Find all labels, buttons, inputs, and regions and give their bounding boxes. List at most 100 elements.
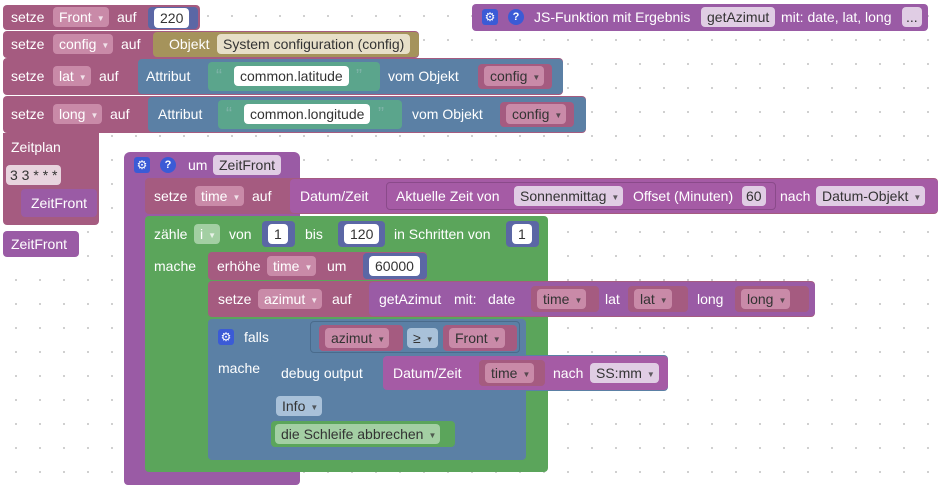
var-dropdown[interactable]: time▼: [195, 186, 245, 206]
var-get-block[interactable]: config▼: [500, 102, 574, 127]
attribute-block[interactable]: Attribut “ common.longitude ” vom Objekt…: [148, 97, 586, 132]
function-name-field[interactable]: getAzimut: [701, 7, 776, 27]
schritten-label: in Schritten von: [394, 226, 491, 242]
var-name: lat: [59, 68, 74, 84]
var-dropdown[interactable]: config▼: [53, 34, 114, 54]
event-dropdown[interactable]: Sonnenmittag ▼: [514, 186, 624, 206]
objekt-label: Objekt: [169, 36, 210, 52]
set-time-block[interactable]: setze time▼ auf Datum/Zeit Aktuelle Zeit…: [145, 178, 938, 214]
var-get-block[interactable]: Front▼: [443, 325, 517, 351]
level-dropdown[interactable]: Info▼: [276, 396, 323, 416]
current-time-block[interactable]: Aktuelle Zeit von Sonnenmittag▼ Offset (…: [386, 182, 776, 210]
object-block[interactable]: Objekt System configuration (config): [153, 32, 419, 57]
gear-icon[interactable]: ⚙: [134, 157, 150, 173]
var-get-block[interactable]: time ▼: [531, 286, 599, 312]
var-dropdown[interactable]: time▼: [267, 256, 317, 276]
text-field[interactable]: common.longitude: [244, 104, 371, 124]
offset-field[interactable]: 60: [742, 186, 766, 206]
var-dropdown[interactable]: config▼: [484, 66, 545, 86]
var-dropdown[interactable]: long▼: [53, 104, 103, 124]
var-dropdown[interactable]: config▼: [506, 104, 567, 124]
var-get-block[interactable]: lat▼: [628, 286, 688, 312]
um-label: um: [188, 157, 208, 173]
number-field[interactable]: 60000: [369, 256, 420, 276]
set-azimut-block[interactable]: setze azimut▼ auf getAzimut mit: date ti…: [208, 281, 815, 317]
var-name: time: [543, 291, 570, 307]
operator-dropdown[interactable]: ≥▼: [407, 328, 438, 348]
debug-output-block[interactable]: debug output Datum/Zeit time▼ nach SS:mm…: [271, 355, 668, 391]
var-name: long: [747, 291, 774, 307]
set-long-block[interactable]: setze long▼ auf Attribut “ common.longit…: [3, 96, 586, 133]
gear-icon[interactable]: ⚙: [482, 9, 498, 25]
datumzeit-label: Datum/Zeit: [393, 365, 462, 381]
format-dropdown[interactable]: Datum-Objekt▼: [816, 186, 926, 206]
attribut-label: Attribut: [146, 68, 191, 84]
var-name: time: [201, 188, 228, 204]
setze-label: setze: [11, 9, 45, 25]
var-dropdown[interactable]: time▼: [485, 363, 535, 383]
js-function-block[interactable]: ⚙ ? JS-Funktion mit Ergebnis getAzimut m…: [472, 4, 928, 31]
var-dropdown[interactable]: lat▼: [634, 289, 672, 309]
var-dropdown[interactable]: lat▼: [53, 66, 91, 86]
text-block[interactable]: “ common.longitude ”: [218, 100, 402, 129]
set-front-block[interactable]: setze Front▼ auf 220: [3, 5, 200, 30]
number-block[interactable]: 60000: [363, 253, 427, 279]
var-dropdown[interactable]: i▼: [194, 224, 221, 244]
number-field[interactable]: 1: [512, 224, 532, 244]
datumzeit-label: Datum/Zeit: [300, 188, 369, 204]
datetime-block[interactable]: Datum/Zeit Aktuelle Zeit von Sonnenmitta…: [290, 179, 938, 213]
chevron-down-icon: ▼: [310, 296, 319, 305]
datetime-block[interactable]: Datum/Zeit time▼ nach SS:mm▼: [383, 356, 668, 390]
call-zeitfront-block[interactable]: ZeitFront: [21, 189, 97, 217]
auf-label: auf: [99, 68, 119, 84]
compare-block[interactable]: azimut▼ ≥▼ Front▼: [310, 321, 520, 353]
number-block[interactable]: 1: [262, 221, 295, 247]
call-function-block[interactable]: getAzimut mit: date time▼ lat lat▼ long …: [369, 282, 815, 316]
number-block[interactable]: 1: [506, 221, 539, 247]
number-field[interactable]: 1: [268, 224, 288, 244]
var-dropdown[interactable]: Front▼: [53, 7, 109, 27]
increment-block[interactable]: erhöhe time▼ um 60000: [208, 252, 427, 280]
auf-label: auf: [332, 291, 352, 307]
procedure-name-field[interactable]: ZeitFront: [213, 155, 282, 175]
var-name: Front: [455, 330, 488, 346]
number-field[interactable]: 120: [344, 224, 380, 244]
attribute-block[interactable]: Attribut “ common.latitude ” vom Objekt …: [138, 59, 563, 94]
number-block[interactable]: 220: [148, 7, 198, 29]
var-get-block[interactable]: long▼: [735, 286, 809, 312]
var-dropdown[interactable]: azimut▼: [325, 328, 390, 348]
setze-label: setze: [154, 188, 188, 204]
call-zeitfront-block[interactable]: ZeitFront: [3, 231, 79, 257]
operator: ≥: [413, 330, 421, 346]
chevron-down-icon: ▼: [611, 193, 620, 202]
var-get-block[interactable]: config▼: [478, 64, 552, 89]
expand-button[interactable]: ...: [902, 7, 922, 27]
var-dropdown[interactable]: azimut▼: [258, 289, 323, 309]
offset-label: Offset (Minuten): [633, 188, 734, 204]
auf-label: auf: [252, 188, 272, 204]
var-get-block[interactable]: azimut▼: [319, 325, 403, 351]
var-dropdown[interactable]: long▼: [741, 289, 791, 309]
break-loop-block[interactable]: die Schleife abbrechen▼: [271, 421, 455, 447]
help-icon[interactable]: ?: [508, 9, 524, 25]
text-field[interactable]: common.latitude: [234, 66, 349, 86]
var-dropdown[interactable]: Front▼: [449, 328, 505, 348]
text-block[interactable]: “ common.latitude ”: [208, 62, 380, 91]
var-dropdown[interactable]: time ▼: [537, 289, 587, 309]
number-field[interactable]: 220: [154, 8, 190, 28]
set-config-block[interactable]: setze config▼ auf Objekt System configur…: [3, 31, 419, 58]
schedule-block[interactable]: Zeitplan 3 3 * * * ZeitFront: [3, 133, 99, 225]
chevron-down-icon: ▼: [574, 296, 583, 305]
var-get-block[interactable]: time▼: [479, 360, 545, 386]
object-id-field[interactable]: System configuration (config): [217, 34, 411, 54]
chevron-down-icon: ▼: [532, 73, 541, 82]
format-dropdown[interactable]: SS:mm▼: [590, 363, 659, 383]
help-icon[interactable]: ?: [160, 157, 176, 173]
gear-icon[interactable]: ⚙: [218, 329, 234, 345]
event-name: Sonnenmittag: [520, 188, 607, 204]
nach-label: nach: [780, 188, 811, 204]
set-lat-block[interactable]: setze lat▼ auf Attribut “ common.latitud…: [3, 58, 563, 95]
cron-field[interactable]: 3 3 * * *: [6, 165, 62, 185]
break-dropdown[interactable]: die Schleife abbrechen▼: [275, 424, 441, 444]
number-block[interactable]: 120: [338, 221, 385, 247]
